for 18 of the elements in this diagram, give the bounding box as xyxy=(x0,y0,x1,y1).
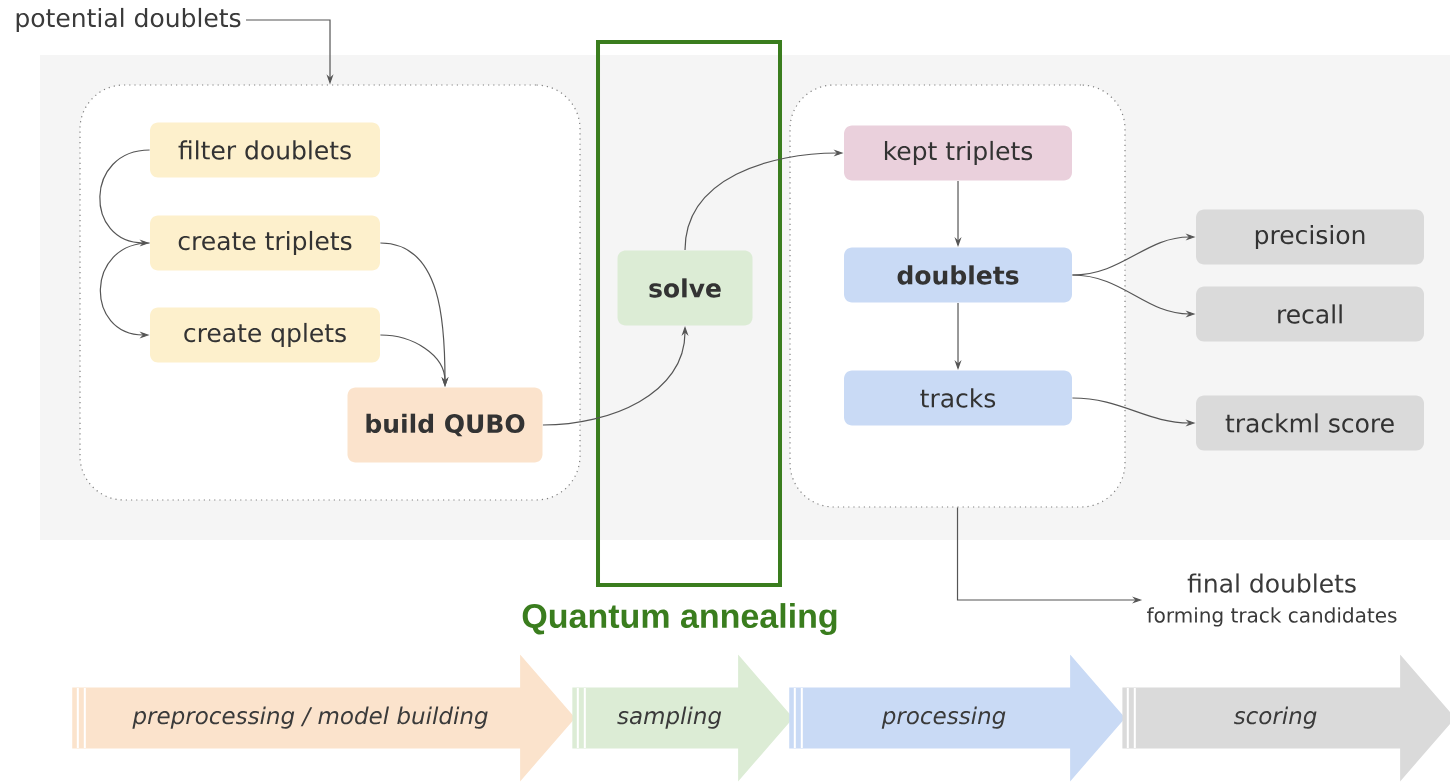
process-box: tracks xyxy=(844,370,1072,426)
stage-banner: preprocessing / model building xyxy=(72,654,576,782)
annotation-text: final doublets forming track candidates xyxy=(1147,573,1397,627)
stage-banner: scoring xyxy=(1122,654,1450,782)
process-box: recall xyxy=(1196,286,1424,342)
process-box: kept triplets xyxy=(844,125,1072,181)
annotation-text: potential doublets xyxy=(16,7,241,33)
stage-banner: sampling xyxy=(572,654,794,782)
process-box: trackml score xyxy=(1196,395,1424,451)
frame-label: Quantum annealing xyxy=(522,603,837,635)
process-box: build QUBO xyxy=(347,387,543,463)
process-box: doublets xyxy=(844,247,1072,303)
process-box: solve xyxy=(617,250,753,326)
process-box: create triplets xyxy=(150,215,380,271)
process-box: filter doublets xyxy=(150,122,380,178)
process-box: create qplets xyxy=(150,307,380,363)
stage-banner: processing xyxy=(789,654,1126,782)
process-box: precision xyxy=(1196,209,1424,265)
